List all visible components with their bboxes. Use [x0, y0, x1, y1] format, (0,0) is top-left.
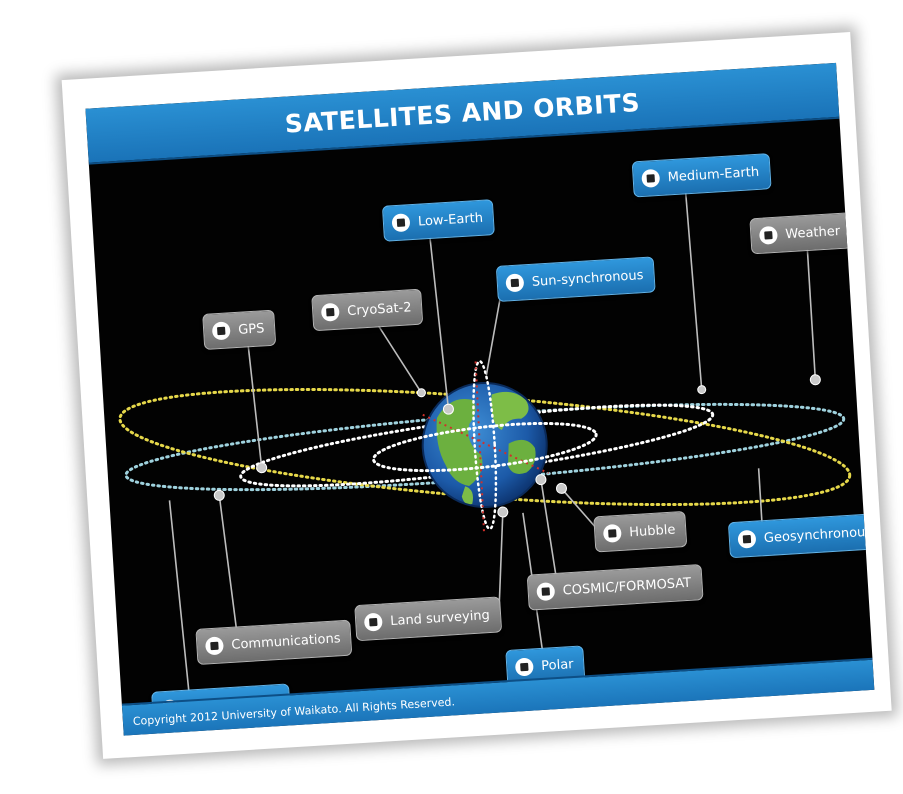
label-text: Hubble [628, 522, 676, 540]
film-icon [211, 321, 231, 341]
label-text: Land surveying [389, 607, 491, 629]
diagram-slide: SATELLITES AND ORBITS [85, 62, 875, 736]
label-text: Communications [230, 630, 341, 653]
film-icon [505, 273, 525, 293]
label-text: COSMIC/FORMOSAT [562, 575, 692, 599]
film-icon [536, 582, 556, 602]
orbit-diagram [118, 192, 852, 700]
film-icon [602, 523, 622, 543]
orbit-polar [472, 359, 498, 531]
earth-globe [421, 382, 548, 509]
film-icon [641, 168, 661, 188]
film-icon [204, 636, 224, 656]
label-text: Weather [784, 223, 841, 242]
film-icon [391, 213, 411, 233]
label-gps[interactable]: GPS [202, 309, 277, 350]
label-text: CryoSat-2 [346, 299, 412, 319]
label-text: Polar [540, 656, 574, 674]
label-hubble[interactable]: Hubble [593, 510, 688, 553]
label-weather[interactable]: Weather [749, 212, 853, 255]
orbit-sun-synchronous [422, 361, 549, 532]
film-icon [758, 225, 778, 245]
orbit-low-earth [372, 421, 598, 473]
copyright-text: Copyright 2012 University of Waikato. Al… [132, 695, 456, 729]
label-text: GPS [237, 320, 265, 338]
satellite-dots [213, 374, 821, 518]
photo-frame: SATELLITES AND ORBITS [61, 31, 892, 759]
label-cryosat-2[interactable]: CryoSat-2 [311, 288, 424, 332]
label-text: Medium-Earth [667, 164, 760, 185]
film-icon [514, 657, 534, 677]
label-text: Low-Earth [417, 210, 484, 230]
label-text: Sun-synchronous [531, 267, 644, 290]
film-icon [320, 302, 340, 322]
film-icon [737, 529, 757, 549]
film-icon [363, 612, 383, 632]
label-text: Geosynchronous [763, 524, 873, 546]
label-low-earth[interactable]: Low-Earth [381, 199, 496, 242]
